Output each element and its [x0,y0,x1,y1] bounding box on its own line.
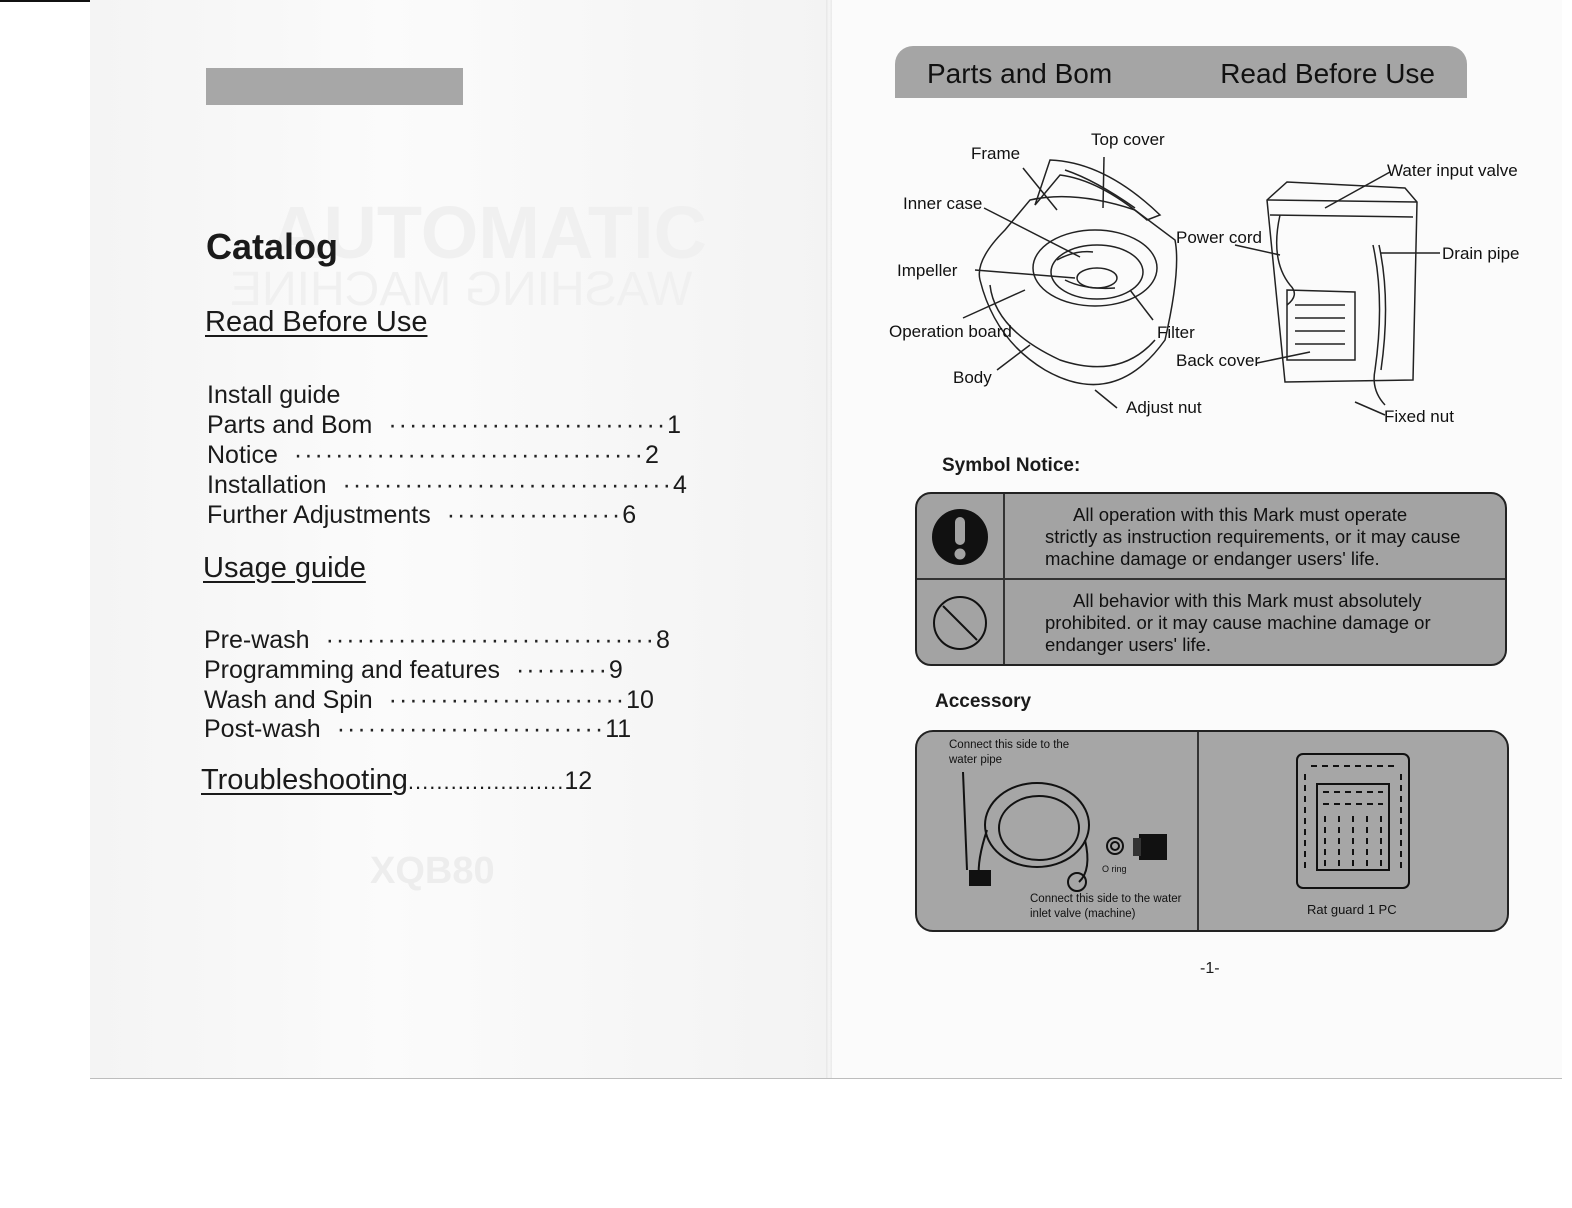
section-heading-usage-guide[interactable]: Usage guide [203,552,366,584]
corner-mark [0,0,102,2]
toc-page-number: 11 [605,715,632,743]
toc-item-programming-and-features[interactable]: Programming and features ········· 9 [204,656,623,685]
toc-item-notice[interactable]: Notice ·································… [207,441,659,470]
toc-leader-dots: ················· [446,501,623,529]
toc-leader-dots: ································ [342,471,673,499]
toc-page-number: 12 [564,767,593,795]
toc-item-wash-and-spin[interactable]: Wash and Spin ······················· 10 [204,686,654,715]
notice-text-line: All behavior with this Mark must absolut… [1073,590,1422,611]
toc-page-number: 2 [644,441,659,469]
toc-label: Pre-wash [204,626,310,654]
catalog-title: Catalog [206,226,339,267]
toc-page-number: 9 [608,656,623,684]
rat-guard-label: Rat guard 1 PC [1307,902,1397,917]
table-divider [917,578,1505,580]
header-band: Parts and Bom Read Before Use [895,46,1467,98]
hose-bottom-note: Connect this side to the water inlet val… [1030,893,1182,920]
inlet-hose-illustration [962,771,1167,892]
toc-leader-dots: ··························· [388,411,668,439]
header-read-before-use: Read Before Use [1220,58,1435,89]
page-number: -1- [1200,960,1220,977]
toc-leader-dots: ········· [515,656,609,684]
accessory-table: Connect this side to the water pipe O ri… [915,730,1509,932]
toc-item-install-guide[interactable]: Install guide [207,381,340,410]
toc-leader-dots: ...................... [407,769,565,794]
label-adjust-nut: Adjust nut [1126,398,1202,417]
label-body: Body [953,368,992,387]
label-water-input-valve: Water input valve [1387,161,1518,180]
toc-page-number: 10 [626,686,654,714]
toc-label: Parts and Bom [207,411,373,439]
label-filter: Filter [1157,323,1195,342]
toc-leader-dots: ······················· [388,686,627,714]
toc-leader-dots: ·································· [293,441,645,469]
toc-label: Post-wash [204,715,321,743]
label-drain-pipe: Drain pipe [1442,244,1520,263]
toc-item-pre-wash[interactable]: Pre-wash ·······························… [204,626,670,655]
bleed-through-text: XQB80 [370,850,495,892]
bleed-through-text: AUTOMATIC [270,191,708,274]
toc-item-post-wash[interactable]: Post-wash ·························· 11 [204,715,631,744]
toc-item-installation[interactable]: Installation ···························… [207,471,687,500]
symbol-notice-row-2: All behavior with this Mark must absolut… [1045,590,1485,656]
notice-text-rest: strictly as instruction requirements, or… [1045,526,1461,569]
page-fold [826,0,832,1078]
label-impeller: Impeller [897,261,958,280]
header-parts-and-bom: Parts and Bom [927,58,1113,89]
label-top-cover: Top cover [1091,130,1165,149]
table-divider [1197,732,1199,930]
symbol-notice-heading: Symbol Notice: [942,455,1081,476]
toc-label: Troubleshooting [201,764,408,796]
toc-leader-dots: ································ [325,626,656,654]
toc-label: Further Adjustments [207,501,431,529]
toc-label: Install guide [207,381,341,409]
toc-item-further-adjustments[interactable]: Further Adjustments ················· 6 [207,501,636,530]
toc-label: Installation [207,471,327,499]
toc-page-number: 8 [656,626,670,654]
notice-text-line: All operation with this Mark must operat… [1073,504,1408,525]
title-bar [206,68,463,105]
prohibited-icon [933,596,987,650]
label-operation-board: Operation board [889,322,1012,341]
exclamation-icon [932,509,988,565]
toc-label: Notice [207,441,278,469]
parts-diagram: Frame Top cover Inner case Impeller Oper… [885,120,1525,440]
notice-text-rest: prohibited. or it may cause machine dama… [1045,612,1431,655]
label-fixed-nut: Fixed nut [1384,407,1454,426]
toc-page-number: 6 [622,501,637,529]
hose-top-note: Connect this side to the water pipe [949,739,1070,766]
toc-item-troubleshooting[interactable]: Troubleshooting ...................... 1… [201,764,592,797]
label-frame: Frame [971,144,1021,163]
toc-item-parts-and-bom[interactable]: Parts and Bom ··························… [207,411,681,440]
o-ring-label: O ring [1102,864,1127,874]
washing-machine-illustration [962,156,1440,416]
toc-page-number: 4 [672,471,687,499]
label-power-cord: Power cord [1176,228,1262,247]
rat-guard-illustration [1296,753,1410,889]
symbol-notice-row-1: All operation with this Mark must operat… [1045,504,1485,570]
toc-label: Wash and Spin [204,686,373,714]
label-back-cover: Back cover [1176,351,1261,370]
section-heading-read-before-use[interactable]: Read Before Use [205,306,428,338]
left-page [90,0,830,1078]
label-inner-case: Inner case [903,194,983,213]
toc-leader-dots: ·························· [336,715,606,743]
toc-page-number: 1 [667,411,682,439]
symbol-notice-table: All operation with this Mark must operat… [915,492,1507,666]
toc-label: Programming and features [204,656,500,684]
accessory-heading: Accessory [935,691,1032,712]
